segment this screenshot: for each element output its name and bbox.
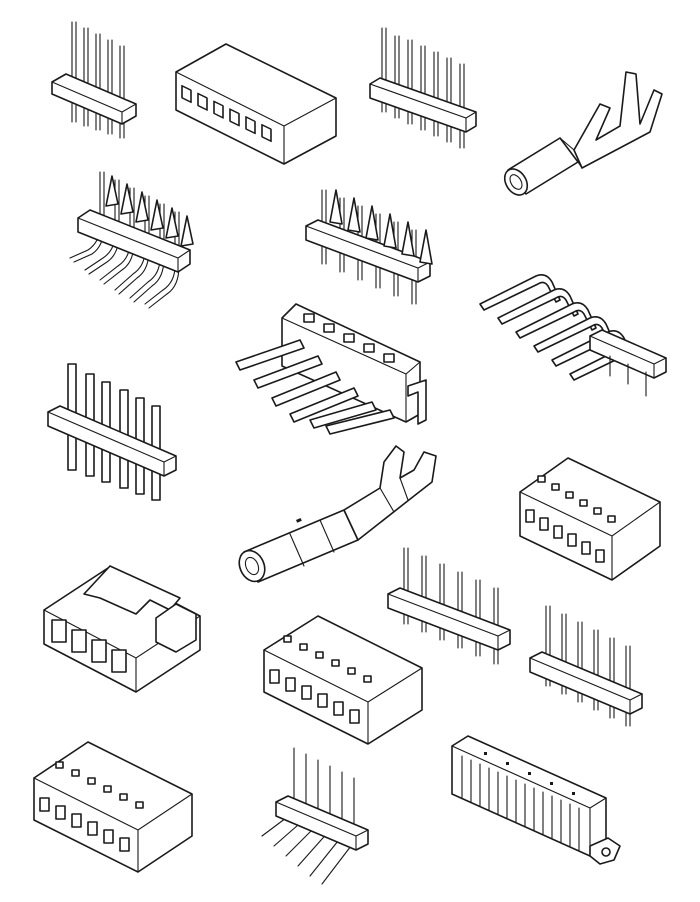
crimp-terminal-pin — [238, 445, 437, 583]
straight-pin-header-with-ramps-6-pin — [305, 189, 433, 305]
crimp-housing-6-way-bottom — [33, 741, 193, 873]
header-body — [589, 329, 667, 379]
lock-ramps — [105, 175, 194, 247]
crimp-terminal-socket — [503, 71, 663, 196]
right-angle-pin-header-long-legs — [479, 274, 667, 397]
long-socket-strip-15-way — [451, 735, 621, 865]
shroud-notches — [303, 313, 395, 363]
housing-cavities — [269, 635, 372, 724]
straight-pin-header-6-pin-right — [529, 605, 643, 727]
lock-ramps — [329, 189, 433, 265]
header-body — [51, 73, 137, 125]
header-body — [275, 795, 369, 851]
header-body — [387, 587, 511, 651]
housing-cavities — [181, 84, 272, 143]
right-angle-pin-header-small — [261, 747, 369, 885]
strip-top-slots — [484, 752, 575, 795]
header-body — [77, 209, 191, 273]
housing-cavities — [51, 619, 127, 673]
latch-arm — [83, 565, 181, 615]
right-angle-pin-header-6-pin — [69, 171, 194, 309]
straight-pin-header-7-pin — [369, 27, 477, 149]
terminal-crimp-wings — [343, 445, 437, 541]
housing-body — [175, 43, 337, 165]
straight-pin-header-with-locks — [387, 547, 511, 665]
housing-cavities — [525, 475, 616, 563]
header-body — [369, 77, 477, 133]
header-pins — [235, 339, 395, 435]
strip-body — [451, 735, 607, 857]
crimp-housing-6-way-top — [175, 43, 337, 165]
straight-pin-header-5-pin — [51, 21, 137, 139]
crimp-housing-6-way-center — [263, 615, 423, 745]
mounting-leg — [407, 379, 427, 425]
strip-contacts — [461, 755, 580, 851]
latching-crimp-housing-4-way — [43, 565, 201, 693]
right-angle-shrouded-header — [235, 303, 427, 435]
terminal-crimp-wings — [573, 71, 663, 169]
crimp-housing-6-way-right — [519, 457, 661, 581]
header-body — [529, 651, 643, 715]
housing-cavities — [39, 761, 144, 852]
header-body — [47, 405, 177, 477]
straight-pin-header-6-pin — [47, 363, 177, 501]
header-body — [305, 219, 431, 283]
